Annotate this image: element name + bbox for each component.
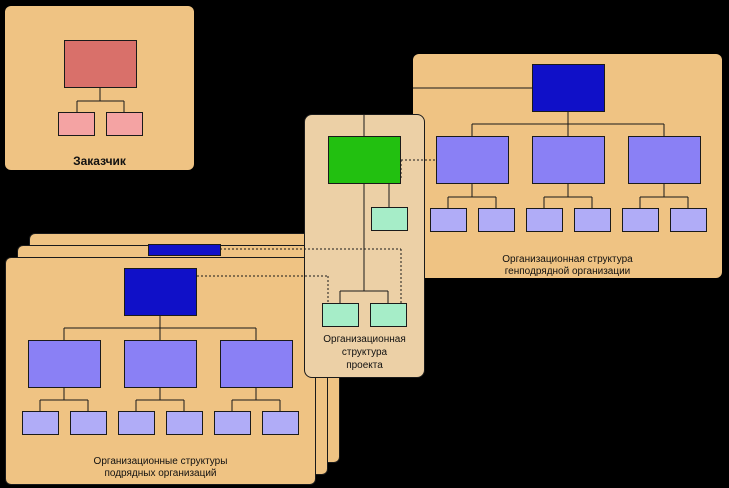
general-contractor-unit-box-6	[670, 208, 707, 232]
general-contractor-unit-box-5	[622, 208, 659, 232]
subcontractor-dept-box-1	[28, 340, 101, 388]
client-head-box	[64, 40, 137, 88]
subcontractor-dept-box-2	[124, 340, 197, 388]
general-contractor-caption-line2: генподрядной организации	[504, 266, 631, 277]
subcontractor-dept-box-3	[220, 340, 293, 388]
subcontractor-unit-box-1	[22, 411, 59, 435]
general-contractor-unit-box-2	[478, 208, 515, 232]
client-panel: Заказчик	[5, 6, 194, 170]
subcontractor-head-box	[124, 268, 197, 316]
general-contractor-unit-box-3	[526, 208, 563, 232]
project-caption-line3: проекта	[346, 360, 383, 371]
general-contractor-unit-box-1	[430, 208, 467, 232]
project-caption-line1: Организационная	[323, 334, 406, 345]
general-contractor-caption-line1: Организационная структура	[502, 254, 633, 265]
subcontractor-unit-box-2	[70, 411, 107, 435]
subcontractor-unit-box-5	[214, 411, 251, 435]
general-contractor-dept-box-1	[436, 136, 509, 184]
general-contractor-dept-box-2	[532, 136, 605, 184]
client-caption: Заказчик	[73, 154, 126, 168]
subcontractor-caption-line1: Организационные структуры	[93, 456, 228, 467]
subcontractor-unit-box-4	[166, 411, 203, 435]
subcontractor-caption-line2: подрядных организаций	[104, 468, 217, 479]
subcontractor-back-head-box	[148, 244, 221, 256]
general-contractor-head-box	[532, 64, 605, 112]
subcontractor-unit-box-3	[118, 411, 155, 435]
general-contractor-dept-box-3	[628, 136, 701, 184]
project-panel: Организационная структура проекта	[304, 114, 425, 378]
client-sub-box-2	[106, 112, 143, 136]
project-sub-box-2	[370, 303, 407, 327]
general-contractor-unit-box-4	[574, 208, 611, 232]
project-head-box	[328, 136, 401, 184]
subcontractor-unit-box-6	[262, 411, 299, 435]
project-caption-line2: структура	[341, 347, 388, 358]
project-sub-box-1	[322, 303, 359, 327]
client-sub-box-1	[58, 112, 95, 136]
project-side-box	[371, 207, 408, 231]
